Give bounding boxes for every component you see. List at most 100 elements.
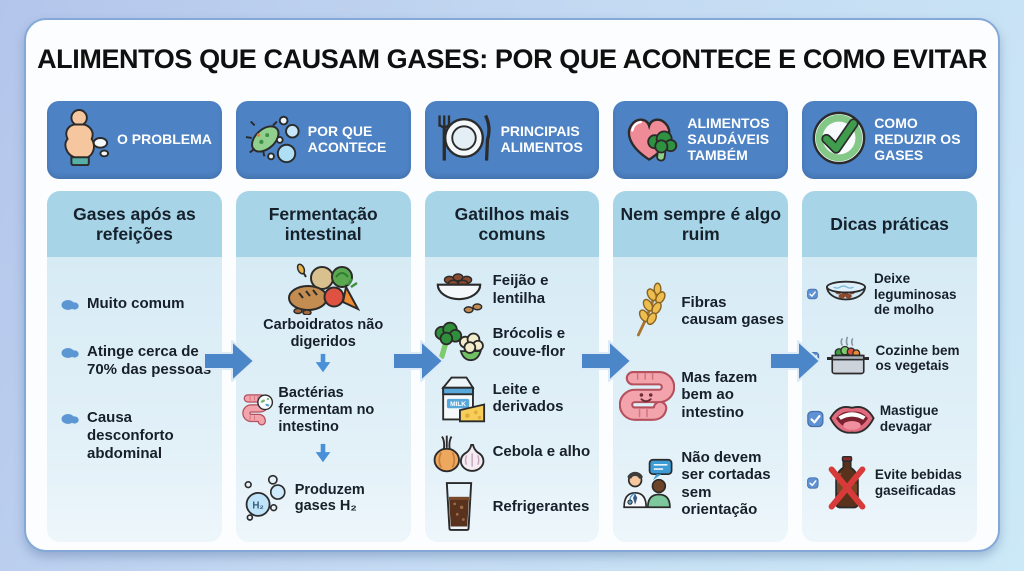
header-badge: O PROBLEMA bbox=[47, 101, 222, 179]
flow-arrow-icon bbox=[392, 340, 444, 382]
beans-bowl-icon bbox=[431, 265, 487, 314]
header-badge: ALIMENTOS SAUDÁVEIS TAMBÉM bbox=[613, 101, 789, 179]
header-badge: COMO REDUZIR OS GASES bbox=[802, 101, 977, 179]
content-panel: Feijão e lentilha bbox=[424, 257, 600, 542]
subtitle-label: Gatilhos mais comuns bbox=[454, 203, 570, 244]
subtitle-label: Dicas práticas bbox=[830, 213, 949, 234]
soaking-bowl-icon bbox=[822, 272, 870, 317]
svg-text:H₂: H₂ bbox=[252, 501, 263, 512]
list-item: Evite bebidas gaseificadas bbox=[807, 454, 975, 512]
item-label: Causa desconforto abdominal bbox=[87, 409, 174, 462]
item-label: Produzem gases H₂ bbox=[294, 481, 365, 515]
item-label: Bactérias fermentam no intestino bbox=[278, 385, 375, 435]
milk-cheese-icon: MILK bbox=[431, 371, 487, 425]
flow-arrow-icon bbox=[203, 340, 255, 382]
column-por-que-acontece: POR QUE ACONTECE Fermentação intestinal bbox=[235, 101, 411, 542]
down-arrow-icon bbox=[315, 354, 331, 373]
heart-broccoli-icon bbox=[621, 110, 681, 171]
header-label: PRINCIPAIS ALIMENTOS bbox=[500, 123, 583, 155]
subtitle-label: Fermentação intestinal bbox=[268, 203, 378, 244]
list-item: Fibras causam gases bbox=[619, 281, 784, 341]
item-label: Cozinhe bem os vegetais bbox=[875, 342, 960, 374]
intestine-bacteria-icon bbox=[242, 394, 273, 426]
header-label: ALIMENTOS SAUDÁVEIS TAMBÉM bbox=[687, 115, 770, 163]
column-principais-alimentos: PRINCIPAIS ALIMENTOS Gatilhos mais comun… bbox=[424, 101, 600, 542]
subtitle-box: Dicas práticas bbox=[802, 191, 977, 257]
item-label: Leite e derivados bbox=[492, 380, 564, 415]
broccoli-cauliflower-icon bbox=[431, 318, 487, 368]
flow-arrow-icon bbox=[580, 340, 632, 382]
item-label: Mas fazem bem ao intestino bbox=[681, 369, 758, 421]
subtitle-label: Nem sempre é algo ruim bbox=[620, 203, 782, 244]
list-item: Carboidratos não digeridos bbox=[240, 263, 407, 350]
content-panel: Muito comum Atinge cerca de 70% das pess… bbox=[47, 257, 222, 542]
list-item: H₂ Produzem gases H₂ bbox=[240, 468, 407, 526]
item-label: Deixe leguminosas de molho bbox=[874, 271, 957, 318]
list-item: Refrigerantes bbox=[431, 479, 596, 534]
column-o-problema: O PROBLEMA Gases após as refeições Muito… bbox=[47, 101, 222, 542]
list-item: Bactérias fermentam no intestino bbox=[240, 378, 407, 440]
list-item: MILK Leite e derivados bbox=[431, 371, 596, 425]
wheat-icon bbox=[619, 281, 675, 341]
cooking-pot-icon bbox=[824, 333, 872, 384]
list-item: Mas fazem bem ao intestino bbox=[619, 365, 784, 425]
columns-row: O PROBLEMA Gases após as refeições Muito… bbox=[47, 101, 977, 542]
checkbox-icon bbox=[807, 410, 824, 427]
bloated-person-icon bbox=[55, 107, 111, 174]
item-label: Não devem ser cortadas sem orientação bbox=[681, 449, 771, 518]
onion-garlic-icon bbox=[431, 429, 487, 476]
column-alimentos-saudaveis: ALIMENTOS SAUDÁVEIS TAMBÉM Nem sempre é … bbox=[613, 101, 789, 542]
header-label: POR QUE ACONTECE bbox=[307, 123, 387, 155]
content-panel: Fibras causam gases bbox=[613, 257, 789, 542]
item-label: Mastigue devagar bbox=[879, 403, 939, 434]
item-label: Feijão e lentilha bbox=[492, 272, 549, 307]
check-circle-icon bbox=[810, 109, 868, 172]
mouth-icon bbox=[828, 399, 876, 439]
item-label: Atinge cerca de 70% das pessoas bbox=[87, 343, 212, 378]
happy-intestine-icon bbox=[619, 365, 676, 425]
header-badge: POR QUE ACONTECE bbox=[235, 101, 411, 179]
undigested-carbs-icon bbox=[288, 263, 361, 315]
content-panel: Carboidratos não digeridos bbox=[235, 257, 411, 542]
page-title: ALIMENTOS QUE CAUSAM GASES: POR QUE ACON… bbox=[37, 44, 987, 74]
gas-puff-bullet-icon bbox=[61, 300, 79, 310]
plate-cutlery-icon bbox=[433, 110, 495, 171]
list-item: Mastigue devagar bbox=[807, 399, 975, 439]
list-item: Brócolis e couve-flor bbox=[431, 318, 596, 368]
bacteria-icon bbox=[244, 109, 302, 172]
item-label: Brócolis e couve-flor bbox=[492, 325, 566, 360]
item-label: Fibras causam gases bbox=[681, 293, 784, 328]
checkbox-icon bbox=[807, 476, 819, 489]
list-item: Cebola e alho bbox=[431, 429, 596, 476]
list-item: Feijão e lentilha bbox=[431, 265, 596, 314]
list-item: Cozinhe bem os vegetais bbox=[807, 333, 975, 384]
header-label: COMO REDUZIR OS GASES bbox=[874, 115, 961, 163]
list-item: Causa desconforto abdominal bbox=[61, 409, 214, 463]
list-item: Atinge cerca de 70% das pessoas bbox=[61, 343, 214, 379]
doctor-patient-icon bbox=[619, 455, 675, 512]
list-item: Deixe leguminosas de molho bbox=[807, 271, 975, 318]
item-label: Evite bebidas gaseificadas bbox=[874, 467, 962, 498]
item-label: Muito comum bbox=[87, 295, 185, 312]
subtitle-box: Gatilhos mais comuns bbox=[424, 191, 600, 257]
flow-arrow-icon bbox=[769, 340, 821, 382]
subtitle-box: Gases após as refeições bbox=[47, 191, 222, 257]
content-panel: Deixe leguminosas de molho bbox=[802, 257, 977, 542]
subtitle-box: Fermentação intestinal bbox=[235, 191, 411, 257]
subtitle-box: Nem sempre é algo ruim bbox=[613, 191, 789, 257]
gas-puff-bullet-icon bbox=[61, 414, 79, 424]
list-item: Não devem ser cortadas sem orientação bbox=[619, 449, 784, 518]
h2-bubbles-icon: H₂ bbox=[244, 475, 286, 522]
checkbox-icon bbox=[807, 288, 818, 300]
header-badge: PRINCIPAIS ALIMENTOS bbox=[424, 101, 600, 179]
item-label: Cebola e alho bbox=[492, 443, 591, 461]
column-como-reduzir: COMO REDUZIR OS GASES Dicas práticas bbox=[802, 101, 977, 542]
subtitle-label: Gases após as refeições bbox=[73, 203, 196, 244]
item-label: Carboidratos não digeridos bbox=[263, 317, 384, 350]
svg-text:MILK: MILK bbox=[450, 401, 466, 408]
gas-puff-bullet-icon bbox=[61, 348, 79, 358]
item-label: Refrigerantes bbox=[492, 497, 590, 515]
header-label: O PROBLEMA bbox=[117, 131, 212, 148]
infographic-card: ALIMENTOS QUE CAUSAM GASES: POR QUE ACON… bbox=[24, 18, 1000, 552]
list-item: Muito comum bbox=[61, 295, 214, 313]
